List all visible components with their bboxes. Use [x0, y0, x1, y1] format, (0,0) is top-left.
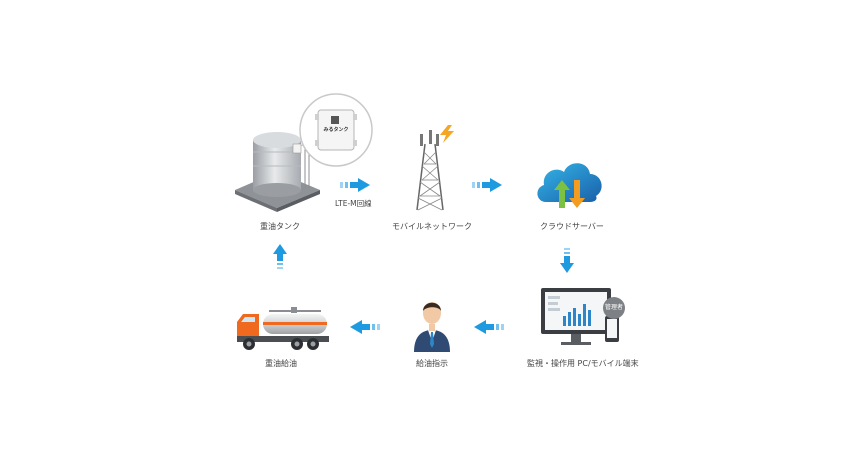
arrow-network-to-cloud: [472, 177, 504, 193]
device-logo-text: みるタンク: [323, 127, 349, 133]
cloud-server-icon: [537, 163, 602, 208]
lightning-icon: [440, 125, 454, 143]
cloud-node: [532, 150, 608, 214]
tanker-truck-illustration: [237, 307, 329, 350]
edge-label-lte: LTE-M回線: [335, 199, 372, 208]
monitor-illustration: [541, 288, 619, 345]
delivery-label: 重油給油: [265, 359, 297, 368]
monitoring-device-illustration: [299, 93, 373, 167]
arrow-instruction-to-delivery: [350, 319, 382, 335]
delivery-node: [233, 300, 333, 356]
operator-person-icon: [414, 302, 450, 352]
instruction-label: 給油指示: [416, 359, 448, 368]
terminal-label: 監視・操作用 PC/モバイル端末: [527, 359, 639, 368]
arrow-cloud-to-terminal: [559, 248, 575, 274]
network-label: モバイルネットワーク: [392, 222, 472, 231]
tank-illustration: [235, 132, 320, 212]
device-bubble: みるタンク: [298, 92, 374, 168]
arrow-delivery-to-tank: [272, 244, 288, 270]
terminal-node: 管理者: [535, 282, 635, 354]
tank-node: [225, 88, 385, 218]
arrow-tank-to-network: [340, 177, 372, 193]
instruction-node: [412, 296, 452, 354]
cloud-label: クラウドサーバー: [540, 222, 604, 231]
network-node: [405, 122, 465, 218]
admin-badge-label: 管理者: [604, 304, 623, 311]
arrow-terminal-to-instruction: [474, 319, 506, 335]
admin-badge: 管理者: [603, 297, 625, 319]
tank-label: 重油タンク: [260, 222, 300, 231]
cell-tower-illustration: [416, 130, 444, 211]
